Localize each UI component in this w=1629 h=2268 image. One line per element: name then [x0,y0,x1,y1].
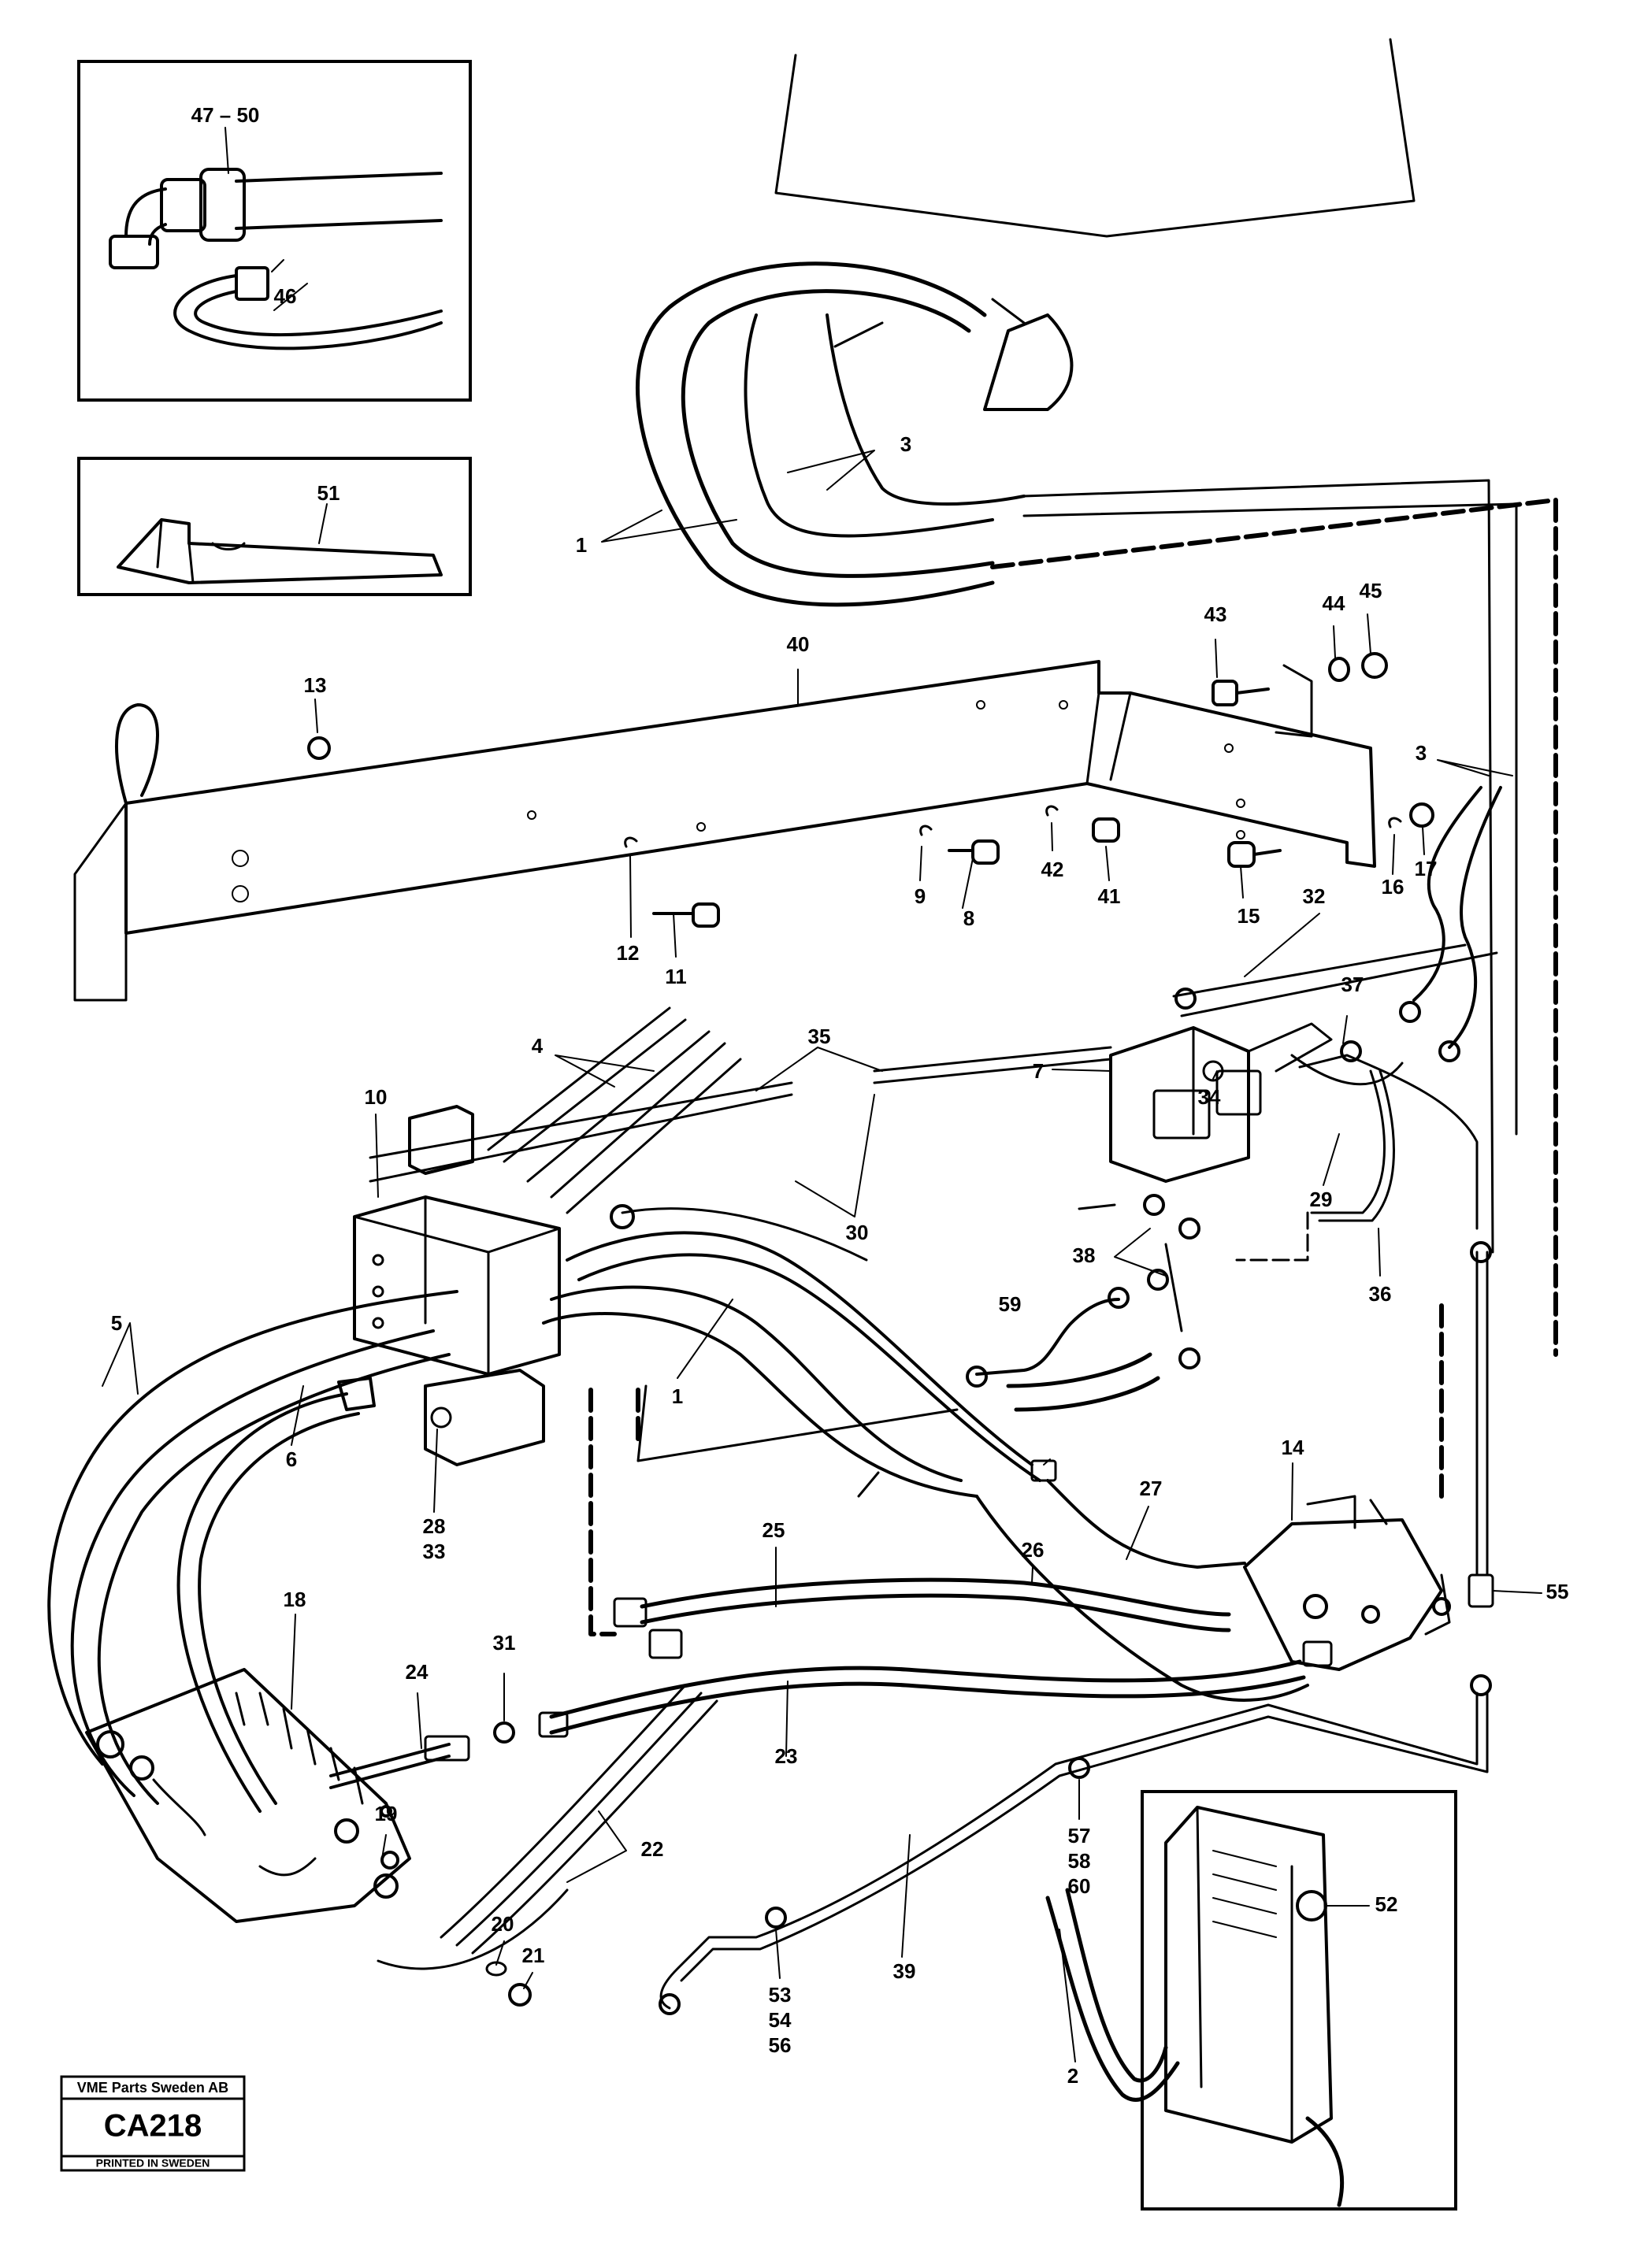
callout-58: 58 [1068,1849,1091,1873]
callout-4: 4 [532,1034,544,1058]
callout-51: 51 [317,481,340,505]
callout-38: 38 [1073,1243,1096,1267]
callout-37: 37 [1341,973,1364,996]
callout-14: 14 [1282,1436,1304,1459]
inset-hose-fitting [77,60,472,402]
leader-lines [102,127,1542,2062]
callout-24: 24 [406,1660,429,1684]
callout-20: 20 [492,1912,514,1936]
callout-27: 27 [1140,1477,1163,1500]
callout-53: 53 [769,1983,792,2007]
callout-15: 15 [1238,904,1260,928]
callout-40: 40 [787,632,810,656]
callout-29: 29 [1310,1188,1333,1211]
callout-55: 55 [1546,1580,1569,1603]
callout-44: 44 [1323,591,1345,615]
callout-12: 12 [617,941,640,965]
stamp-code: CA218 [104,2109,202,2144]
callout-41: 41 [1098,884,1121,908]
inset-clamp [77,457,472,596]
callout-54: 54 [769,2008,792,2032]
callout-19: 19 [375,1802,398,1825]
callout-16: 16 [1382,875,1405,899]
callout-22: 22 [641,1837,664,1861]
callout-32: 32 [1303,884,1326,908]
callout-23: 23 [775,1744,798,1768]
callout-3: 3 [900,432,911,456]
callout-1b: 1 [672,1384,683,1408]
callout-5: 5 [111,1311,122,1335]
callout-34: 34 [1198,1085,1221,1109]
hose-bundle [47,1006,1309,1970]
callout-59: 59 [999,1292,1022,1316]
callout-46: 46 [274,284,297,308]
callout-26: 26 [1022,1538,1045,1562]
callout-39: 39 [893,1959,916,1983]
callout-6: 6 [286,1447,297,1471]
callout-31: 31 [493,1631,516,1655]
manifold-block [85,1668,411,1923]
mounting-bracket [73,660,1376,1002]
callout-labels: 47 – 50 46 51 3 1 40 43 44 45 13 3 9 8 4… [111,103,1569,2088]
callout-35: 35 [808,1025,831,1048]
callout-10: 10 [365,1085,388,1109]
callout-45: 45 [1360,579,1382,602]
callout-13: 13 [304,673,327,697]
callout-36: 36 [1369,1282,1392,1306]
callout-17: 17 [1415,857,1438,880]
callout-8: 8 [963,906,974,930]
callout-33: 33 [423,1540,446,1563]
upper-hose-loop [636,261,1558,1357]
callout-1: 1 [576,533,587,557]
callout-56: 56 [769,2033,792,2057]
callout-57: 57 [1068,1824,1091,1847]
control-valve-14 [1243,1297,1451,1671]
callout-21: 21 [522,1944,545,1967]
title-stamp: VME Parts Sweden AB CA218 PRINTED IN SWE… [60,2075,246,2172]
callout-3b: 3 [1416,741,1427,765]
stamp-printed: PRINTED IN SWEDEN [96,2157,210,2170]
stamp-company: VME Parts Sweden AB [77,2080,228,2096]
control-valve-assembly [966,786,1502,1412]
callout-11: 11 [665,965,687,988]
callout-9: 9 [915,884,926,908]
engine-housing [774,38,1416,238]
valve-block-10 [353,1105,561,1466]
fasteners [307,652,1434,928]
callout-28: 28 [423,1514,446,1538]
callout-42: 42 [1041,858,1064,881]
callout-47-50: 47 – 50 [191,103,260,127]
callout-25: 25 [763,1518,785,1542]
callout-30: 30 [846,1221,869,1244]
lines-30-35 [369,1046,1112,1183]
oil-cooler [1045,1790,1457,2211]
tee-fitting-55 [659,1241,1494,2015]
callout-7: 7 [1033,1059,1044,1083]
callout-52: 52 [1375,1892,1398,1916]
callout-60: 60 [1068,1874,1091,1898]
callout-43: 43 [1204,602,1227,626]
callout-18: 18 [284,1588,306,1611]
callout-2: 2 [1067,2064,1078,2088]
